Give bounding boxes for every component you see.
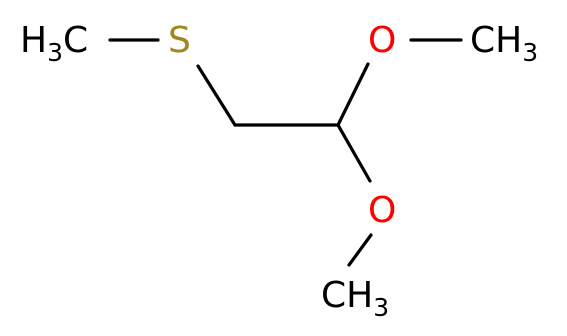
oxygen-top-label: O [368,20,396,61]
bond-oxygen-bottom-methyl [347,233,373,267]
oxygen-bottom-label: O [368,190,396,231]
bond-sulfur-ch2 [196,64,237,127]
methyl-top-right-label: CH3 [470,20,538,67]
methyl-bottom-label: CH3 [321,275,389,322]
bond-ch-oxygen-top [336,62,370,127]
bond-ch-oxygen-bottom [336,123,372,183]
sulfur-atom-label: S [168,20,191,61]
methyl-left-label: H3C [20,20,88,67]
